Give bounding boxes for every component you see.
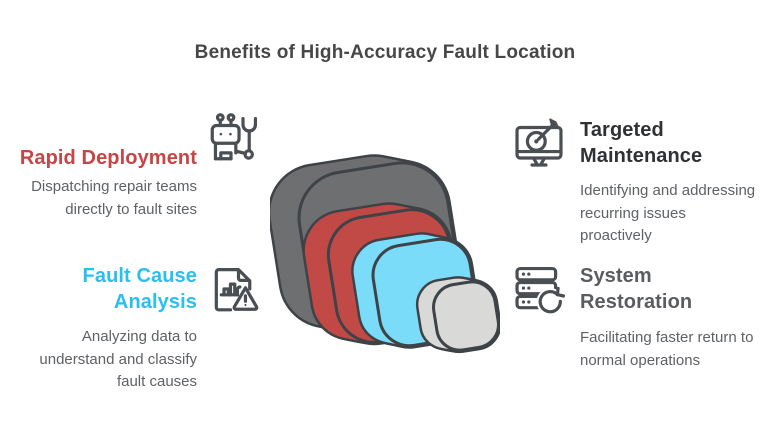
page-title: Benefits of High-Accuracy Fault Location: [194, 42, 576, 63]
description-targeted-maintenance: Identifying and addressing recurring iss…: [580, 182, 756, 244]
server-refresh-icon: [509, 260, 569, 320]
robot-wrench-icon: [201, 110, 261, 170]
document-chart-warning-icon: [201, 260, 261, 320]
monitor-target-icon: [509, 113, 569, 173]
description-fault-cause-analysis: Analyzing data to understand and classif…: [39, 328, 197, 390]
heading-fault-cause-analysis: Fault Cause Analysis: [82, 265, 197, 313]
description-rapid-deployment: Dispatching repair teams directly to fau…: [31, 178, 197, 218]
heading-targeted-maintenance: Targeted Maintenance: [580, 119, 703, 167]
heading-system-restoration: System Restoration: [580, 265, 693, 313]
description-system-restoration: Facilitating faster return to normal ope…: [580, 329, 754, 369]
heading-rapid-deployment: Rapid Deployment: [19, 147, 197, 169]
layer-front-gray: [432, 280, 500, 352]
stacked-blocks-graphic: [270, 143, 500, 385]
stacked-blocks-svg: [270, 154, 500, 354]
